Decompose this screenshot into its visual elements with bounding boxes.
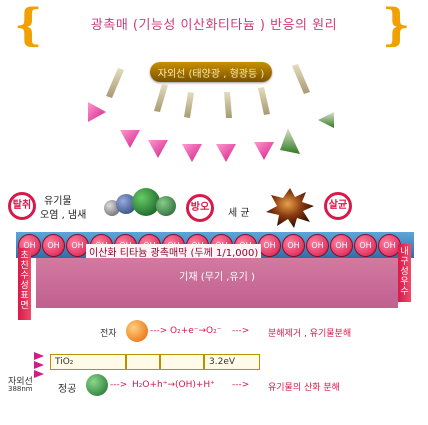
chevron-4 xyxy=(216,144,236,162)
chevron-5 xyxy=(254,142,274,160)
ray-6 xyxy=(292,64,310,94)
organic-label: 유기물 xyxy=(44,196,72,207)
molecule-green-2 xyxy=(156,196,176,216)
uv-label: 자외선 xyxy=(8,377,33,387)
badge-deodorize: 탈취 xyxy=(8,192,36,220)
bacteria-blob xyxy=(266,188,314,228)
hole-icon xyxy=(86,374,108,396)
side-arrow-right xyxy=(318,112,334,128)
electron-result-arrow-icon: ---> xyxy=(232,326,250,336)
ray-2 xyxy=(154,84,168,112)
hole-equation: H₂O+h⁺→(OH)+H⁺ xyxy=(132,380,215,390)
tio2-layer-label: 이산화 티타늄 광촉매막 (두께 1/1,000) xyxy=(86,244,262,259)
electron-label: 전자 xyxy=(100,329,117,339)
left-vertical-bar: 초친수성표면 xyxy=(18,248,31,320)
chevron-6 xyxy=(280,128,300,154)
oh-bead: OH xyxy=(42,234,65,257)
hole-label: 정공 xyxy=(58,384,77,395)
molecule-blue xyxy=(116,194,136,214)
electron-icon xyxy=(126,320,148,342)
tio2-cell: TiO₂ xyxy=(50,354,126,370)
light-source-pill: 자외선 (태양광 , 형광등 ) xyxy=(150,62,272,82)
left-brace: { xyxy=(14,0,43,51)
hole-result: 유기물의 산화 분해 xyxy=(268,383,340,393)
right-vertical-bar: 내구성 우수 xyxy=(398,244,411,302)
chevron-2 xyxy=(148,140,168,158)
oh-bead: OH xyxy=(282,234,305,257)
chevron-1 xyxy=(120,130,140,148)
hole-result-arrow-icon: ---> xyxy=(232,380,250,390)
electron-result: 분해제거 , 유기물분해 xyxy=(268,329,352,339)
oh-bead: OH xyxy=(66,234,89,257)
upper-ray-row xyxy=(106,64,310,118)
band-cell-3 xyxy=(160,354,204,370)
ray-5 xyxy=(258,87,270,115)
molecule-green-1 xyxy=(132,188,160,216)
electron-arrow-icon: ---> xyxy=(150,326,168,336)
light-source-label: 자외선 (태양광 , 형광등 ) xyxy=(157,69,265,80)
badge-sterilize: 살균 xyxy=(324,192,352,220)
oh-bead: OH xyxy=(258,234,281,257)
bacteria-label: 세 균 xyxy=(228,208,250,219)
light-rays xyxy=(88,64,334,162)
electron-equation: O₂+e⁻→O₂⁻ xyxy=(170,326,222,336)
diagram-title: 광촉매 (기능성 이산화티타늄 ) 반응의 원리 xyxy=(90,18,338,33)
lower-chevron-row xyxy=(120,128,300,162)
ray-3 xyxy=(184,92,194,118)
uv-arrows-icon xyxy=(34,352,44,378)
substrate-label: 기재 (무기 ,유기 ) xyxy=(179,272,255,283)
substrate-layer xyxy=(36,258,398,308)
band-cell-2 xyxy=(126,354,160,370)
uv-wavelength: 388nm xyxy=(8,385,33,393)
oh-bead: OH xyxy=(354,234,377,257)
oh-bead: OH xyxy=(330,234,353,257)
right-brace: } xyxy=(382,0,411,51)
ray-1 xyxy=(106,68,124,98)
badge-antifouling: 방오 xyxy=(186,194,214,222)
oh-bead: OH xyxy=(306,234,329,257)
side-arrow-left xyxy=(88,102,106,122)
ray-4 xyxy=(224,92,232,118)
chevron-3 xyxy=(182,144,202,162)
band-gap-value: 3.2eV xyxy=(204,354,260,370)
organic-sub-label: 오염 , 냄새 xyxy=(40,210,87,221)
hole-arrow-icon: ---> xyxy=(110,380,128,390)
